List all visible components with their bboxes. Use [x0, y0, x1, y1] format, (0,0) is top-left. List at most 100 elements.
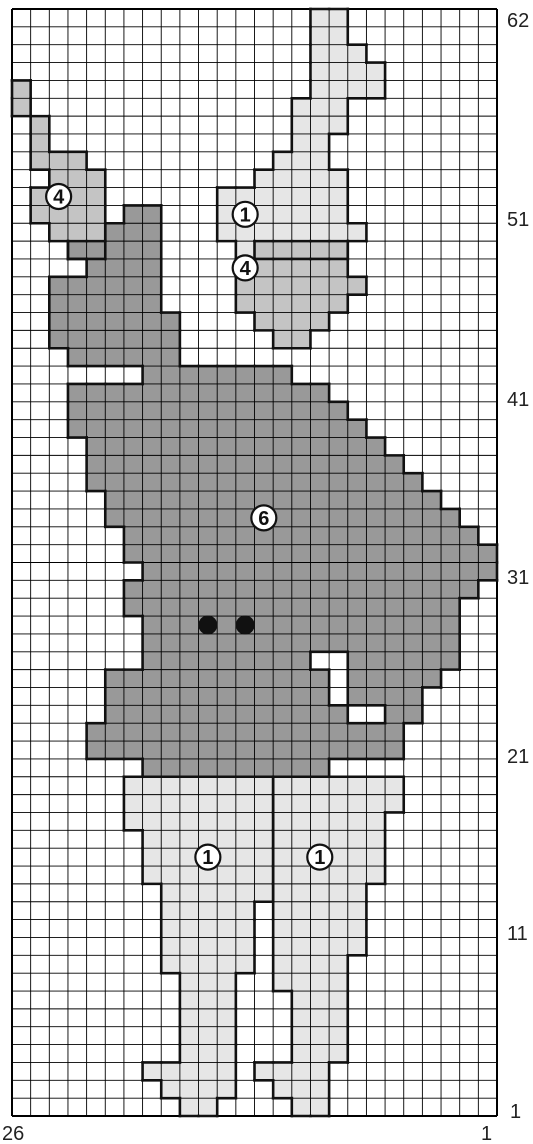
stitch-cell: [404, 670, 423, 688]
stitch-cell: [87, 277, 106, 295]
stitch-cell: [143, 509, 162, 527]
stitch-cell: [255, 741, 274, 759]
stitch-cell: [161, 812, 180, 830]
stitch-cell: [124, 705, 143, 723]
stitch-cell: [292, 795, 311, 813]
stitch-cell: [422, 509, 441, 527]
stitch-cell: [31, 152, 50, 170]
stitch-cell: [255, 598, 274, 616]
stitch-cell: [273, 866, 292, 884]
stitch-cell: [273, 402, 292, 420]
stitch-cell: [273, 241, 292, 259]
stitch-cell: [348, 902, 367, 920]
stitch-cell: [329, 937, 348, 955]
stitch-cell: [199, 455, 218, 473]
stitch-cell: [273, 652, 292, 670]
stitch-cell: [180, 438, 199, 456]
stitch-cell: [255, 438, 274, 456]
stitch-cell: [124, 580, 143, 598]
stitch-cell: [12, 80, 31, 98]
stitch-cell: [68, 313, 87, 331]
stitch-cell: [310, 616, 329, 634]
stitch-cell: [180, 509, 199, 527]
stitch-cell: [329, 438, 348, 456]
stitch-cell: [199, 598, 218, 616]
stitch-cell: [404, 527, 423, 545]
stitch-cell: [143, 830, 162, 848]
stitch-cell: [143, 223, 162, 241]
stitch-cell: [310, 152, 329, 170]
stitch-cell: [143, 723, 162, 741]
stitch-cell: [68, 277, 87, 295]
stitch-cell: [124, 777, 143, 795]
stitch-cell: [105, 241, 124, 259]
stitch-cell: [105, 491, 124, 509]
stitch-cell: [366, 438, 385, 456]
stitch-cell: [310, 9, 329, 27]
stitch-cell: [292, 616, 311, 634]
stitch-cell: [105, 277, 124, 295]
stitch-cell: [460, 527, 479, 545]
stitch-cell: [329, 509, 348, 527]
stitch-cell: [199, 491, 218, 509]
stitch-cell: [366, 63, 385, 81]
stitch-cell: [366, 509, 385, 527]
stitch-cell: [143, 330, 162, 348]
stitch-cell: [161, 598, 180, 616]
stitch-cell: [124, 438, 143, 456]
stitch-cell: [404, 616, 423, 634]
stitch-cell: [180, 563, 199, 581]
stitch-cell: [292, 402, 311, 420]
key-number: 4: [53, 186, 65, 208]
stitch-cell: [310, 705, 329, 723]
stitch-cell: [348, 616, 367, 634]
stitch-cell: [199, 902, 218, 920]
stitch-cell: [273, 205, 292, 223]
stitch-cell: [329, 973, 348, 991]
stitch-cell: [292, 1045, 311, 1063]
row-label-11: 11: [507, 923, 528, 945]
stitch-cell: [329, 598, 348, 616]
stitch-cell: [255, 295, 274, 313]
stitch-cell: [348, 223, 367, 241]
stitch-cell: [161, 545, 180, 563]
stitch-cell: [180, 1027, 199, 1045]
stitch-cell: [199, 741, 218, 759]
key-number: 1: [240, 204, 251, 226]
stitch-cell: [236, 384, 255, 402]
stitch-cell: [310, 1080, 329, 1098]
stitch-cell: [348, 545, 367, 563]
stitch-cell: [68, 170, 87, 188]
stitch-cell: [161, 330, 180, 348]
stitch-cell: [441, 580, 460, 598]
stitch-cell: [199, 937, 218, 955]
stitch-cell: [124, 473, 143, 491]
stitch-cell: [273, 438, 292, 456]
stitch-cell: [161, 705, 180, 723]
stitch-cell: [348, 812, 367, 830]
stitch-cell: [348, 598, 367, 616]
stitch-cell: [68, 348, 87, 366]
stitch-cell: [199, 634, 218, 652]
stitch-cell: [199, 1080, 218, 1098]
stitch-cell: [87, 330, 106, 348]
stitch-cell: [180, 812, 199, 830]
stitch-cell: [87, 473, 106, 491]
stitch-cell: [180, 723, 199, 741]
stitch-cell: [273, 1062, 292, 1080]
stitch-cell: [236, 295, 255, 313]
stitch-cell: [310, 402, 329, 420]
stitch-cell: [460, 563, 479, 581]
stitch-cell: [49, 152, 68, 170]
stitch-cell: [292, 509, 311, 527]
stitch-cell: [329, 955, 348, 973]
key-label-right-ear-lower: 4: [233, 255, 258, 280]
stitch-cell: [124, 670, 143, 688]
stitch-cell: [105, 473, 124, 491]
stitch-cell: [180, 884, 199, 902]
stitch-cell: [310, 170, 329, 188]
stitch-cell: [366, 598, 385, 616]
stitch-cell: [161, 866, 180, 884]
stitch-cell: [161, 902, 180, 920]
key-label-left-ear-tip: 4: [46, 184, 71, 209]
